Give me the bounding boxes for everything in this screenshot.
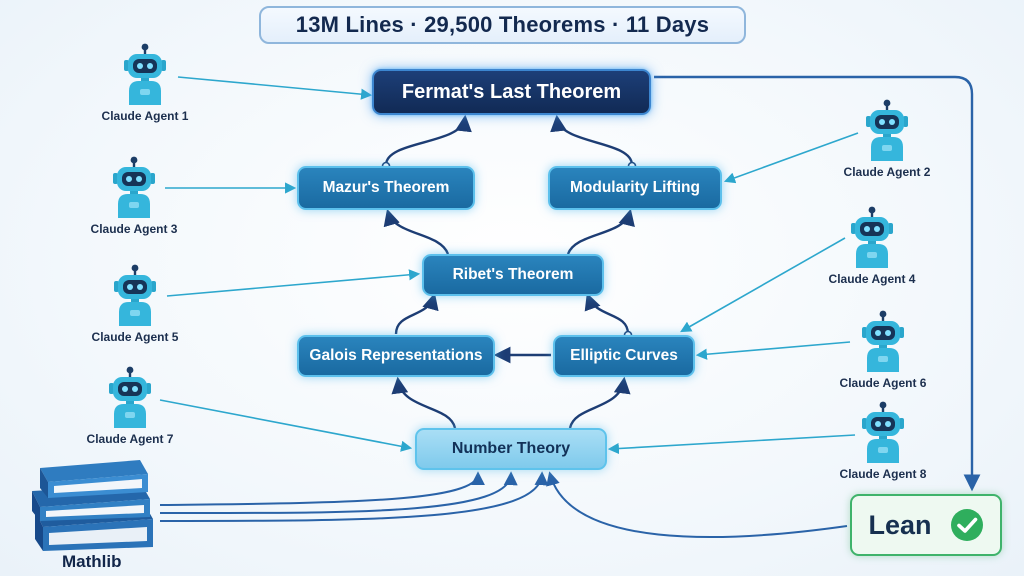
agent-label: Claude Agent 8 [839,467,927,481]
mathlib-label: Mathlib [62,552,122,571]
arrow-agent6 [695,341,851,360]
dependency-arrows [383,114,635,429]
agent-label: Claude Agent 7 [86,432,174,446]
agent-8: Claude Agent 8 [823,401,943,481]
arrow-agent7 [159,399,413,452]
node-elliptic-curves[interactable]: Elliptic Curves [553,335,695,377]
arrow-modularity-to-fermat [550,114,634,166]
robot-icon [851,206,893,268]
arrow-mathlib-2 [159,471,518,515]
node-ribets-theorem[interactable]: Ribet's Theorem [422,254,604,296]
agent-label: Claude Agent 3 [90,222,178,236]
agent-3: Claude Agent 3 [74,156,194,236]
arrow-agent8 [607,434,856,455]
node-number-theory[interactable]: Number Theory [415,428,607,470]
arrow-agent5 [166,269,421,297]
agent-label: Claude Agent 4 [828,272,916,286]
robot-icon [124,43,166,105]
agent-5: Claude Agent 5 [75,264,195,344]
agent-4: Claude Agent 4 [812,206,932,286]
arrow-galois-to-ribet [394,292,439,335]
robot-icon [862,401,904,463]
robot-icon [114,264,156,326]
arrow-mathlib-3 [159,471,549,522]
arrow-agent2 [723,132,859,184]
agent-label: Claude Agent 5 [91,330,179,344]
agent-label: Claude Agent 2 [843,165,931,179]
books-icon [32,460,153,551]
mathlib-arrows [159,471,848,538]
lean-verifier[interactable]: Lean [850,494,1002,556]
arrow-fermat-to-lean [654,75,981,492]
arrow-mathlib-1 [159,471,485,506]
arrow-agent1 [177,76,373,100]
check-circle-icon [950,509,983,541]
stats-banner: 13M Lines · 29,500 Theorems · 11 Days [259,6,746,44]
agent-arrows [159,76,859,455]
agent-2: Claude Agent 2 [827,99,947,179]
arrow-agent4 [680,237,846,333]
agent-label: Claude Agent 1 [101,109,189,123]
node-fermats-last-theorem[interactable]: Fermat's Last Theorem [372,69,651,115]
arrow-ribet-to-modularity [566,208,635,255]
robot-icon [862,310,904,372]
node-galois-representations[interactable]: Galois Representations [297,335,495,377]
agent-label: Claude Agent 6 [839,376,927,390]
arrow-mazur-to-fermat [384,114,472,166]
node-modularity-lifting[interactable]: Modularity Lifting [548,166,722,210]
arrow-elliptic-to-ribet [584,292,630,335]
agent-6: Claude Agent 6 [823,310,943,390]
robot-icon [866,99,908,161]
arrow-lean-to-numbertheory [546,471,848,538]
arrow-numbertheory-to-galois [391,376,457,429]
lean-label: Lean [868,509,932,540]
agent-1: Claude Agent 1 [85,43,205,123]
robot-icon [109,366,151,428]
arrow-ribet-to-mazur [383,208,450,255]
arrow-numbertheory-to-elliptic [568,376,631,429]
node-mazurs-theorem[interactable]: Mazur's Theorem [297,166,475,210]
robot-icon [113,156,155,218]
agent-7: Claude Agent 7 [70,366,190,446]
